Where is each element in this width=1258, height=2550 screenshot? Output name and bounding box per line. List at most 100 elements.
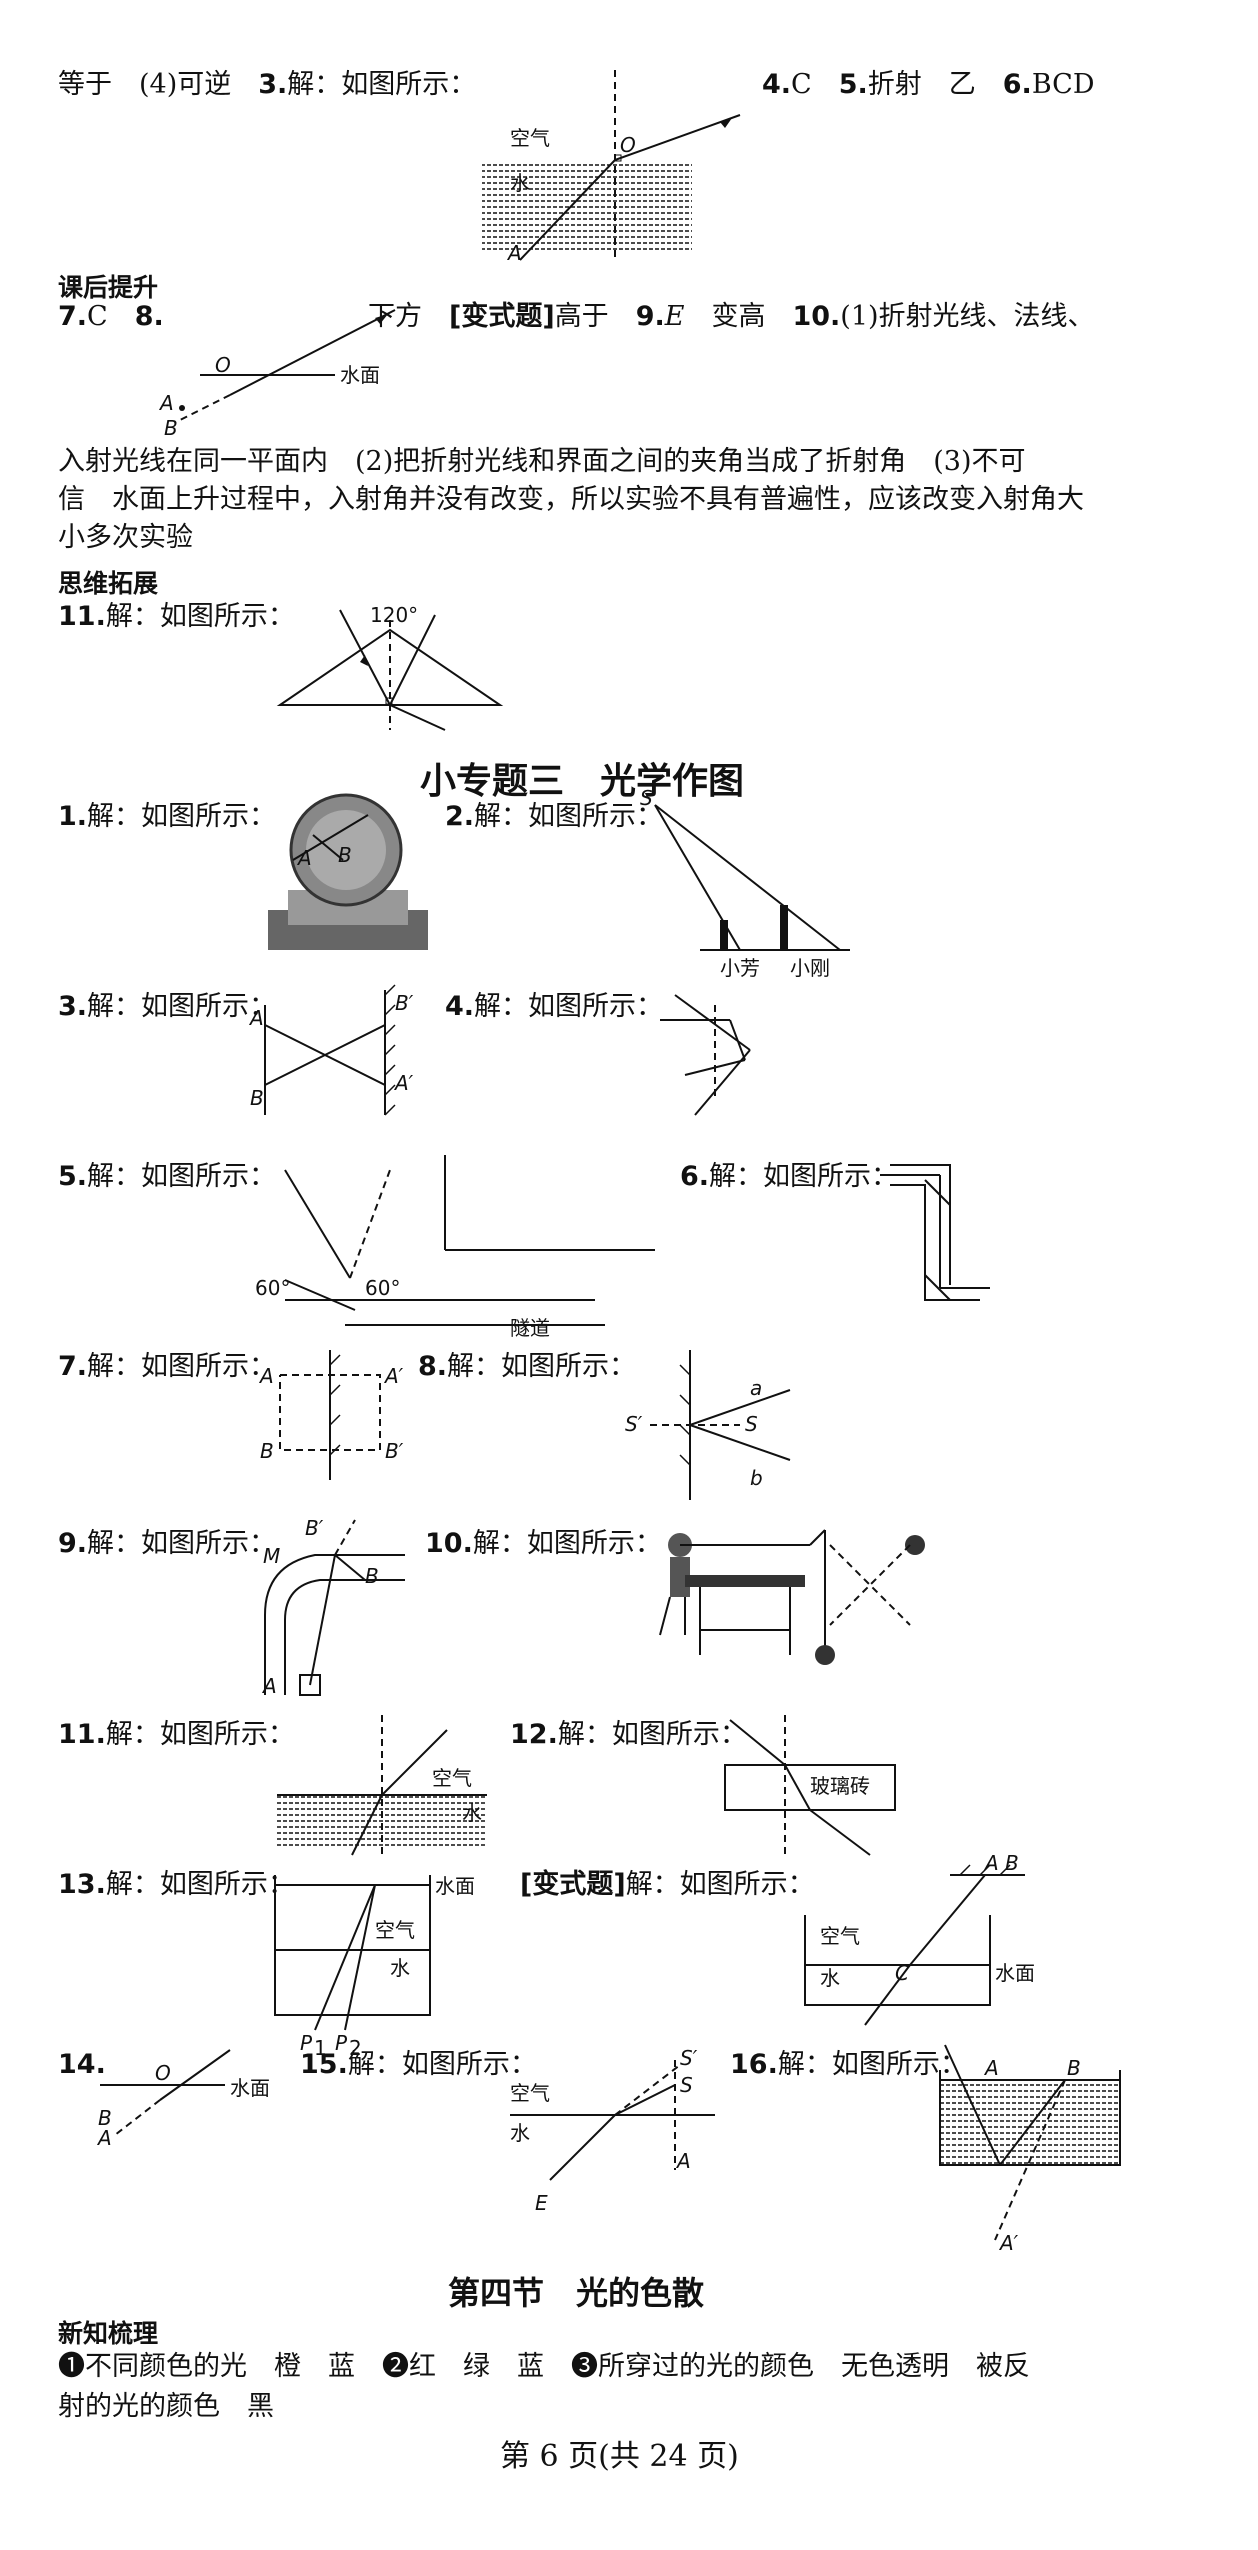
label-water-surface: 水面 <box>340 363 380 387</box>
label-P1-sub: 1 <box>314 2036 327 2060</box>
figure-mirror-8: S′ S a b <box>625 1350 791 1500</box>
label-xiaogang: 小刚 <box>790 956 830 980</box>
label-A: A <box>96 2126 112 2150</box>
t3-item-14: 14. <box>58 2049 106 2080</box>
figure-15: 空气 水 S′ S A E <box>510 2046 715 2215</box>
label-A: A <box>158 391 174 415</box>
label-E: E <box>535 2191 548 2215</box>
label-B: B <box>250 1086 264 1110</box>
label-air: 空气 <box>820 1924 860 1948</box>
label-surface: 水面 <box>435 1874 475 1898</box>
figure-16: A B A′ <box>939 2044 1121 2255</box>
label-M: M <box>263 1544 280 1568</box>
label-air: 空气 <box>510 126 550 150</box>
label-A-prime: A′ <box>383 1364 404 1388</box>
label-water: 水 <box>510 171 530 195</box>
heading-new-knowledge: 新知梳理 <box>58 2319 159 2348</box>
label-air: 空气 <box>375 1918 415 1942</box>
t3-item-7: 7.解：如图所示： <box>58 1351 277 1382</box>
figure-shadow: S 小芳 小刚 <box>640 786 850 980</box>
figure-glass-12: 玻璃砖 <box>724 1715 896 1856</box>
label-A: A <box>983 2056 999 2080</box>
label-A: A <box>258 1364 274 1388</box>
t3-item-12: 12.解：如图所示： <box>510 1719 747 1750</box>
figure-14: O 水面 B A <box>96 2049 270 2150</box>
label-S: S <box>745 1412 758 1436</box>
figure-sundial: A B <box>268 793 428 950</box>
label-O: O <box>620 133 636 157</box>
label-water: 水 <box>462 1801 482 1825</box>
figure-mirror-4 <box>660 994 751 1116</box>
topic3-title: 小专题三 光学作图 <box>420 761 745 802</box>
line1-text: 等于 (4)可逆 3.解：如图所示： <box>58 69 477 100</box>
label-A: A <box>506 241 522 265</box>
label-B: B <box>338 843 352 867</box>
label-glass-brick: 玻璃砖 <box>810 1774 870 1798</box>
figure-8: O 水面 A B <box>158 309 396 440</box>
label-A-prime: A′ <box>998 2231 1019 2255</box>
t3-item-1: 1.解：如图所示： <box>58 801 277 832</box>
label-air: 空气 <box>510 2081 550 2105</box>
label-b: b <box>750 1466 763 1490</box>
figure-table-10 <box>659 1529 925 1665</box>
label-xiaofang: 小芳 <box>720 956 760 980</box>
t3-item-5: 5.解：如图所示： <box>58 1161 277 1192</box>
figure-variant: A B 空气 水 C 水面 <box>804 1851 1035 2026</box>
label-water: 水 <box>510 2121 530 2145</box>
label-S: S <box>680 2073 693 2097</box>
t3-item-8: 8.解：如图所示： <box>418 1351 637 1382</box>
t3-item-13: 13.解：如图所示： <box>58 1869 295 1900</box>
t3-item-15: 15.解：如图所示： <box>300 2049 537 2080</box>
label-A: A <box>261 1674 277 1698</box>
answers-4-6: 4.C 5.折射 乙 6.BCD <box>762 69 1095 100</box>
label-B-prime: B′ <box>395 991 414 1015</box>
section4-line2: 射的光的颜色 黑 <box>58 2391 274 2422</box>
t3-item-2: 2.解：如图所示： <box>445 801 664 832</box>
label-surface: 水面 <box>230 2076 270 2100</box>
label-P1: P <box>300 2031 313 2055</box>
answers-7-8: 7.C 8. <box>58 301 164 332</box>
t3-item-11: 11.解：如图所示： <box>58 1719 295 1750</box>
label-water: 水 <box>390 1956 410 1980</box>
label-B: B <box>1005 1851 1019 1875</box>
label-angle2: 60° <box>365 1276 400 1300</box>
label-B: B <box>164 416 178 440</box>
t3-item-3: 3.解：如图所示： <box>58 991 277 1022</box>
label-tunnel: 隧道 <box>510 1316 550 1340</box>
label-B: B <box>1067 2056 1081 2080</box>
section4-line1: ❶不同颜色的光 橙 蓝 ❷红 绿 蓝 ❸所穿过的光的颜色 无色透明 被反 <box>58 2351 1030 2382</box>
label-S-prime: S′ <box>625 1412 643 1436</box>
label-S-prime: S′ <box>680 2046 698 2070</box>
label-A-prime: A′ <box>393 1071 414 1095</box>
figure-tunnel: 60° 60° 隧道 <box>255 1155 655 1340</box>
t3-item-10: 10.解：如图所示： <box>425 1528 662 1559</box>
q10-line3: 信 水面上升过程中，入射角并没有改变，所以实验不具有普遍性，应该改变入射角大 <box>58 484 1084 515</box>
label-B: B <box>365 1564 379 1588</box>
t3-item-16: 16.解：如图所示： <box>730 2049 967 2080</box>
label-angle1: 60° <box>255 1276 290 1300</box>
figure-11-prism: 120° <box>276 603 504 731</box>
label-A: A <box>983 1851 999 1875</box>
label-air: 空气 <box>432 1766 472 1790</box>
t3-item-variant: [变式题]解：如图所示： <box>520 1869 815 1900</box>
q11-ext: 11.解：如图所示： <box>58 601 295 632</box>
figure-mirror-3: A B B′ A′ <box>248 984 414 1116</box>
label-angle: 120° <box>370 603 418 627</box>
label-B-prime: B′ <box>305 1516 324 1540</box>
heading-after-class: 课后提升 <box>58 273 159 302</box>
t3-item-4: 4.解：如图所示： <box>445 991 664 1022</box>
figure-curve-9: B′ M B A <box>261 1516 405 1698</box>
page-footer: 第 6 页(共 24 页) <box>500 2439 739 2474</box>
label-B: B <box>260 1439 274 1463</box>
label-A: A <box>675 2149 691 2173</box>
label-A: A <box>248 1006 264 1030</box>
t3-item-6: 6.解：如图所示： <box>680 1161 899 1192</box>
figure-mirror-7: A B A′ B′ <box>258 1350 404 1480</box>
label-a: a <box>750 1376 762 1400</box>
section4-title: 第四节 光的色散 <box>448 2274 705 2312</box>
answers-8-10: 下方 [变式题]高于 9.E 变高 10.(1)折射光线、法线、 <box>368 301 1095 332</box>
heading-extension: 思维拓展 <box>58 569 159 598</box>
label-O: O <box>215 353 231 377</box>
label-P2-sub: 2 <box>349 2036 362 2060</box>
label-water: 水 <box>820 1966 840 1990</box>
